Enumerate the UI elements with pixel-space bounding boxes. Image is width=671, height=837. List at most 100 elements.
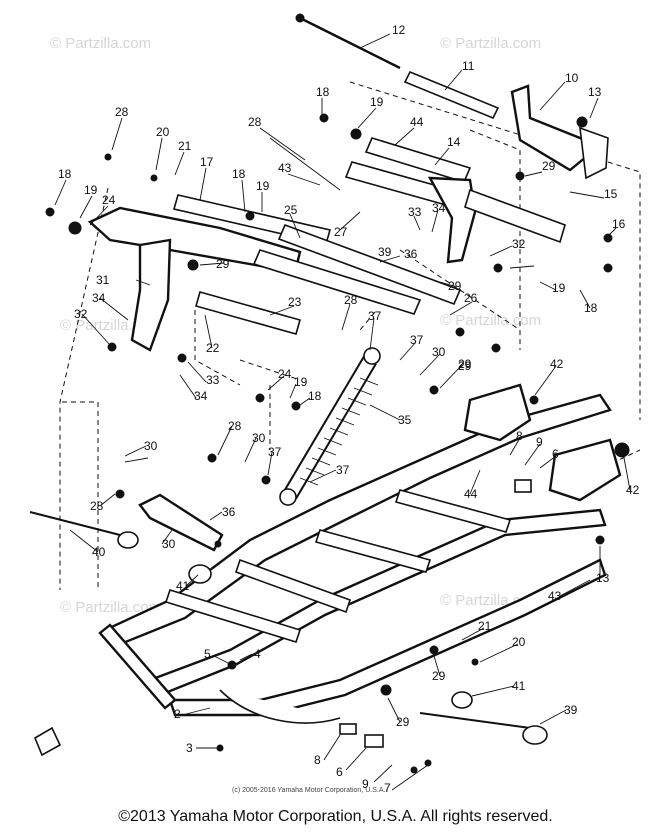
callout-label: 33 — [206, 373, 220, 387]
callout-label: 11 — [462, 59, 475, 73]
callout-label: 42 — [626, 483, 640, 497]
callout-label: 39 — [378, 245, 392, 259]
callout-label: 7 — [384, 781, 391, 795]
callout-label: 32 — [512, 237, 526, 251]
center-shafts — [344, 137, 472, 211]
inner-copyright: (c) 2005-2016 Yamaha Motor Corporation, … — [232, 787, 385, 794]
rear-arm-bracket — [510, 84, 609, 180]
callout-label: 2 — [174, 707, 181, 721]
center-shaft-25 — [277, 223, 462, 306]
callout-label: 10 — [565, 71, 579, 85]
callout-label: 18 — [584, 301, 598, 315]
spring-rod — [29, 511, 139, 549]
callout-label: 29 — [432, 669, 446, 683]
callout-label: 30 — [144, 439, 158, 453]
callout-label: 14 — [447, 135, 461, 149]
callout-label: 19 — [294, 375, 308, 389]
callout-label: 35 — [398, 413, 412, 427]
callout-label: 21 — [478, 619, 492, 633]
callout-label: 12 — [392, 23, 406, 37]
callout-label: 33 — [408, 205, 422, 219]
callout-label: 42 — [550, 357, 564, 371]
callout-label: 25 — [284, 203, 298, 217]
callout-label: 21 — [178, 139, 192, 153]
callout-label: 28 — [115, 105, 129, 119]
callout-label: 29 — [448, 279, 462, 293]
callout-label: 9 — [362, 777, 369, 791]
callout-label: 27 — [334, 225, 348, 239]
callout-label: 13 — [596, 571, 610, 585]
rear-plates — [463, 383, 622, 502]
watermark: © Partzilla.com — [60, 599, 161, 616]
watermark: © Partzilla.com — [440, 35, 541, 52]
callout-label: 18 — [316, 85, 330, 99]
callout-label: 37 — [368, 309, 382, 323]
shock-absorber — [279, 347, 381, 506]
callout-label: 34 — [194, 389, 208, 403]
footer-copyright: ©2013 Yamaha Motor Corporation, U.S.A. A… — [118, 808, 553, 825]
callout-label: 29 — [458, 357, 472, 371]
callout-label: 31 — [96, 273, 110, 287]
callout-label: 17 — [200, 155, 214, 169]
callout-label: 5 — [204, 647, 211, 661]
callout-label: 37 — [410, 333, 424, 347]
callout-label: 44 — [410, 115, 424, 129]
callout-label: 19 — [552, 281, 566, 295]
callout-label: 19 — [370, 95, 384, 109]
callout-label: 43 — [548, 589, 562, 603]
fasteners — [45, 113, 630, 774]
callout-label: 20 — [512, 635, 526, 649]
callout-label: 41 — [176, 579, 190, 593]
callout-label: 28 — [248, 115, 262, 129]
slide-rail-frame — [98, 393, 612, 724]
callout-label: 8 — [314, 753, 321, 767]
callout-label: 40 — [92, 545, 106, 559]
callout-label: 37 — [268, 445, 282, 459]
callout-label: 16 — [612, 217, 626, 231]
callout-label: 18 — [58, 167, 72, 181]
callout-label: 30 — [432, 345, 446, 359]
callout-label: 22 — [206, 341, 220, 355]
watermark: © Partzilla.com — [440, 312, 541, 329]
callout-label: 29 — [458, 359, 472, 373]
callout-label: 29 — [216, 257, 230, 271]
right-rear-arm — [427, 176, 566, 264]
leader-lines — [54, 33, 631, 791]
callout-label: 36 — [222, 505, 236, 519]
callout-label: 36 — [404, 247, 418, 261]
callout-label: 34 — [92, 291, 106, 305]
small-arm — [138, 493, 224, 552]
callout-label: 6 — [336, 765, 343, 779]
callout-label: 39 — [564, 703, 578, 717]
callout-label: 29 — [542, 159, 556, 173]
callout-label: 28 — [344, 293, 358, 307]
callout-labels: 12 11 10 13 18 19 44 14 28 20 21 28 17 1… — [58, 23, 640, 795]
callout-label: 15 — [604, 187, 618, 201]
callout-label: 4 — [254, 647, 261, 661]
rear-axle — [419, 712, 548, 745]
callout-label: 9 — [536, 435, 543, 449]
callout-label: 26 — [464, 291, 478, 305]
callout-label: 32 — [74, 307, 88, 321]
callout-label: 34 — [432, 201, 446, 215]
callout-label: 20 — [156, 125, 170, 139]
rear-shaft — [403, 70, 500, 120]
callout-label: 24 — [278, 367, 292, 381]
frame-cross-shafts — [164, 489, 512, 643]
callout-label: 18 — [232, 167, 246, 181]
long-bolt — [295, 13, 401, 70]
callout-label: 18 — [308, 389, 322, 403]
callout-label: 37 — [336, 463, 350, 477]
callout-label: 19 — [84, 183, 98, 197]
callout-label: 28 — [90, 499, 104, 513]
callout-label: 30 — [252, 431, 266, 445]
callout-label: 30 — [162, 537, 176, 551]
callout-label: 43 — [278, 161, 292, 175]
callout-label: 23 — [288, 295, 302, 309]
callout-label: 19 — [256, 179, 270, 193]
callout-label: 29 — [396, 715, 410, 729]
callout-label: 3 — [186, 741, 193, 755]
callout-label: 13 — [588, 85, 602, 99]
callout-label: 6 — [552, 447, 559, 461]
